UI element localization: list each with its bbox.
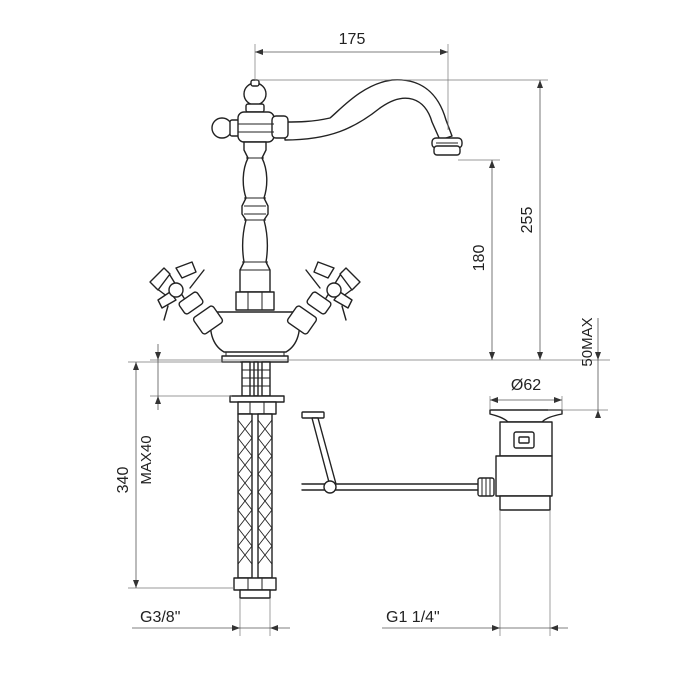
body-head xyxy=(211,111,289,143)
label-drain-height: 50MAX xyxy=(579,317,596,366)
mounting-pipes xyxy=(241,361,271,397)
dimension-lines xyxy=(128,44,610,636)
braided-hoses xyxy=(237,413,273,579)
fixing-nut xyxy=(229,395,285,415)
left-cross-handle[interactable] xyxy=(149,261,224,335)
label-hose-length: 340 xyxy=(115,467,132,494)
right-cross-handle[interactable] xyxy=(286,261,361,335)
hose-fittings xyxy=(233,577,277,599)
base-plate xyxy=(221,355,289,363)
popup-waste xyxy=(301,409,563,511)
pull-rod xyxy=(301,411,495,497)
label-drain-diameter: Ø62 xyxy=(511,377,541,394)
label-spout-reach: 175 xyxy=(339,31,366,48)
dimension-labels: 175 255 180 340 MAX40 50MAX Ø62 G3/8" G1… xyxy=(115,31,596,626)
label-hose-thread: G3/8" xyxy=(140,609,180,626)
top-finial xyxy=(243,79,267,113)
faucet xyxy=(149,79,463,599)
drain-flange xyxy=(489,409,563,423)
label-spout-height: 180 xyxy=(471,245,488,272)
base-body xyxy=(209,311,301,353)
body-column xyxy=(239,141,271,293)
drain-body xyxy=(495,421,553,511)
column-nut xyxy=(235,291,275,311)
label-total-height: 255 xyxy=(519,207,536,234)
aerator xyxy=(431,137,463,156)
label-deck-thickness: MAX40 xyxy=(138,435,155,484)
spout xyxy=(284,79,453,141)
label-drain-thread: G1 1/4" xyxy=(386,609,440,626)
